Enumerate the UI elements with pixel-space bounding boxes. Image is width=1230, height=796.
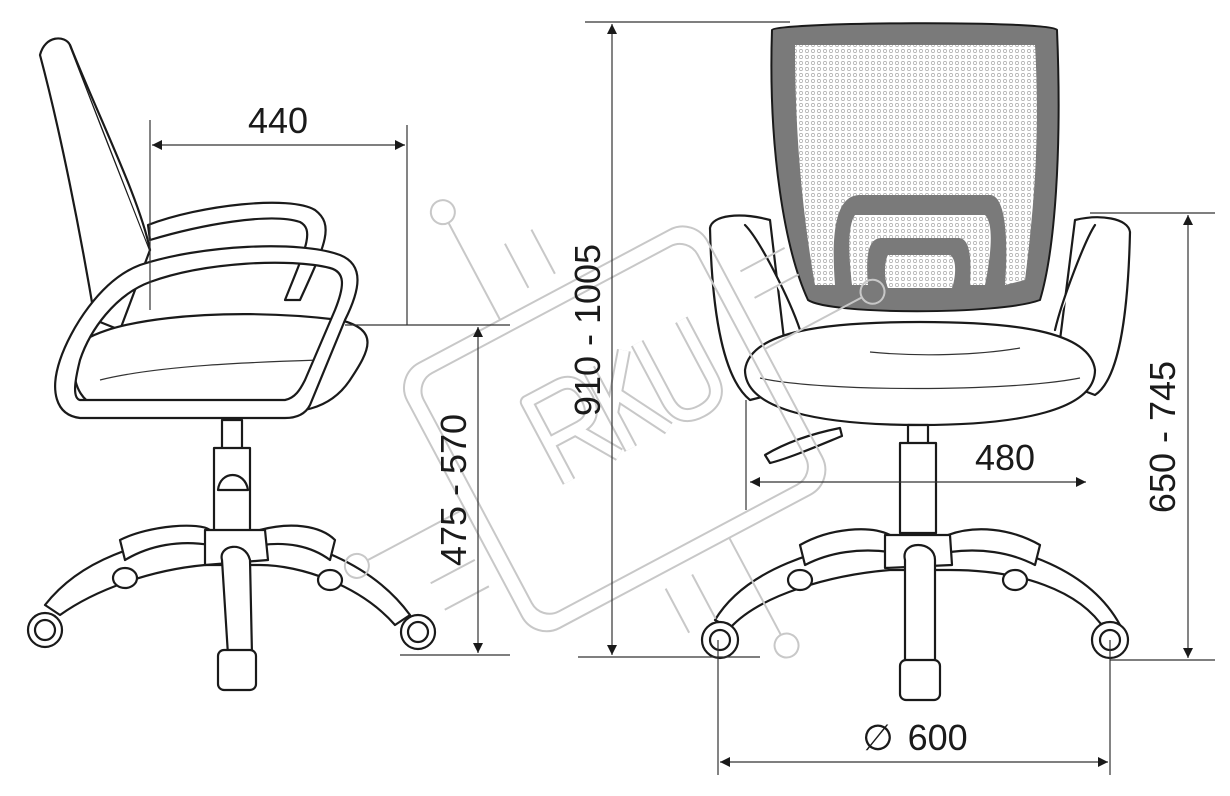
- caster-icon: [26, 566, 437, 692]
- depth-dimension-label: 440: [248, 100, 308, 141]
- dimension-lines: [149, 21, 1215, 775]
- seat-width-dimension-label: 480: [975, 437, 1035, 478]
- diameter-symbol: ∅: [862, 717, 893, 758]
- front-view-chair: [700, 22, 1132, 702]
- seat-height-dimension-label: 475 - 570: [433, 414, 474, 566]
- side-view-chair: [26, 37, 437, 692]
- base-diameter-dimension-label: 600: [908, 717, 968, 758]
- watermark-lettering: [519, 316, 723, 485]
- base-diameter-dimension: ∅ 600: [862, 717, 967, 758]
- total-height-dimension-label: 910 - 1005: [567, 244, 608, 416]
- caster-icon: [700, 568, 1130, 702]
- armrest-height-dimension-label: 650 - 745: [1142, 361, 1183, 513]
